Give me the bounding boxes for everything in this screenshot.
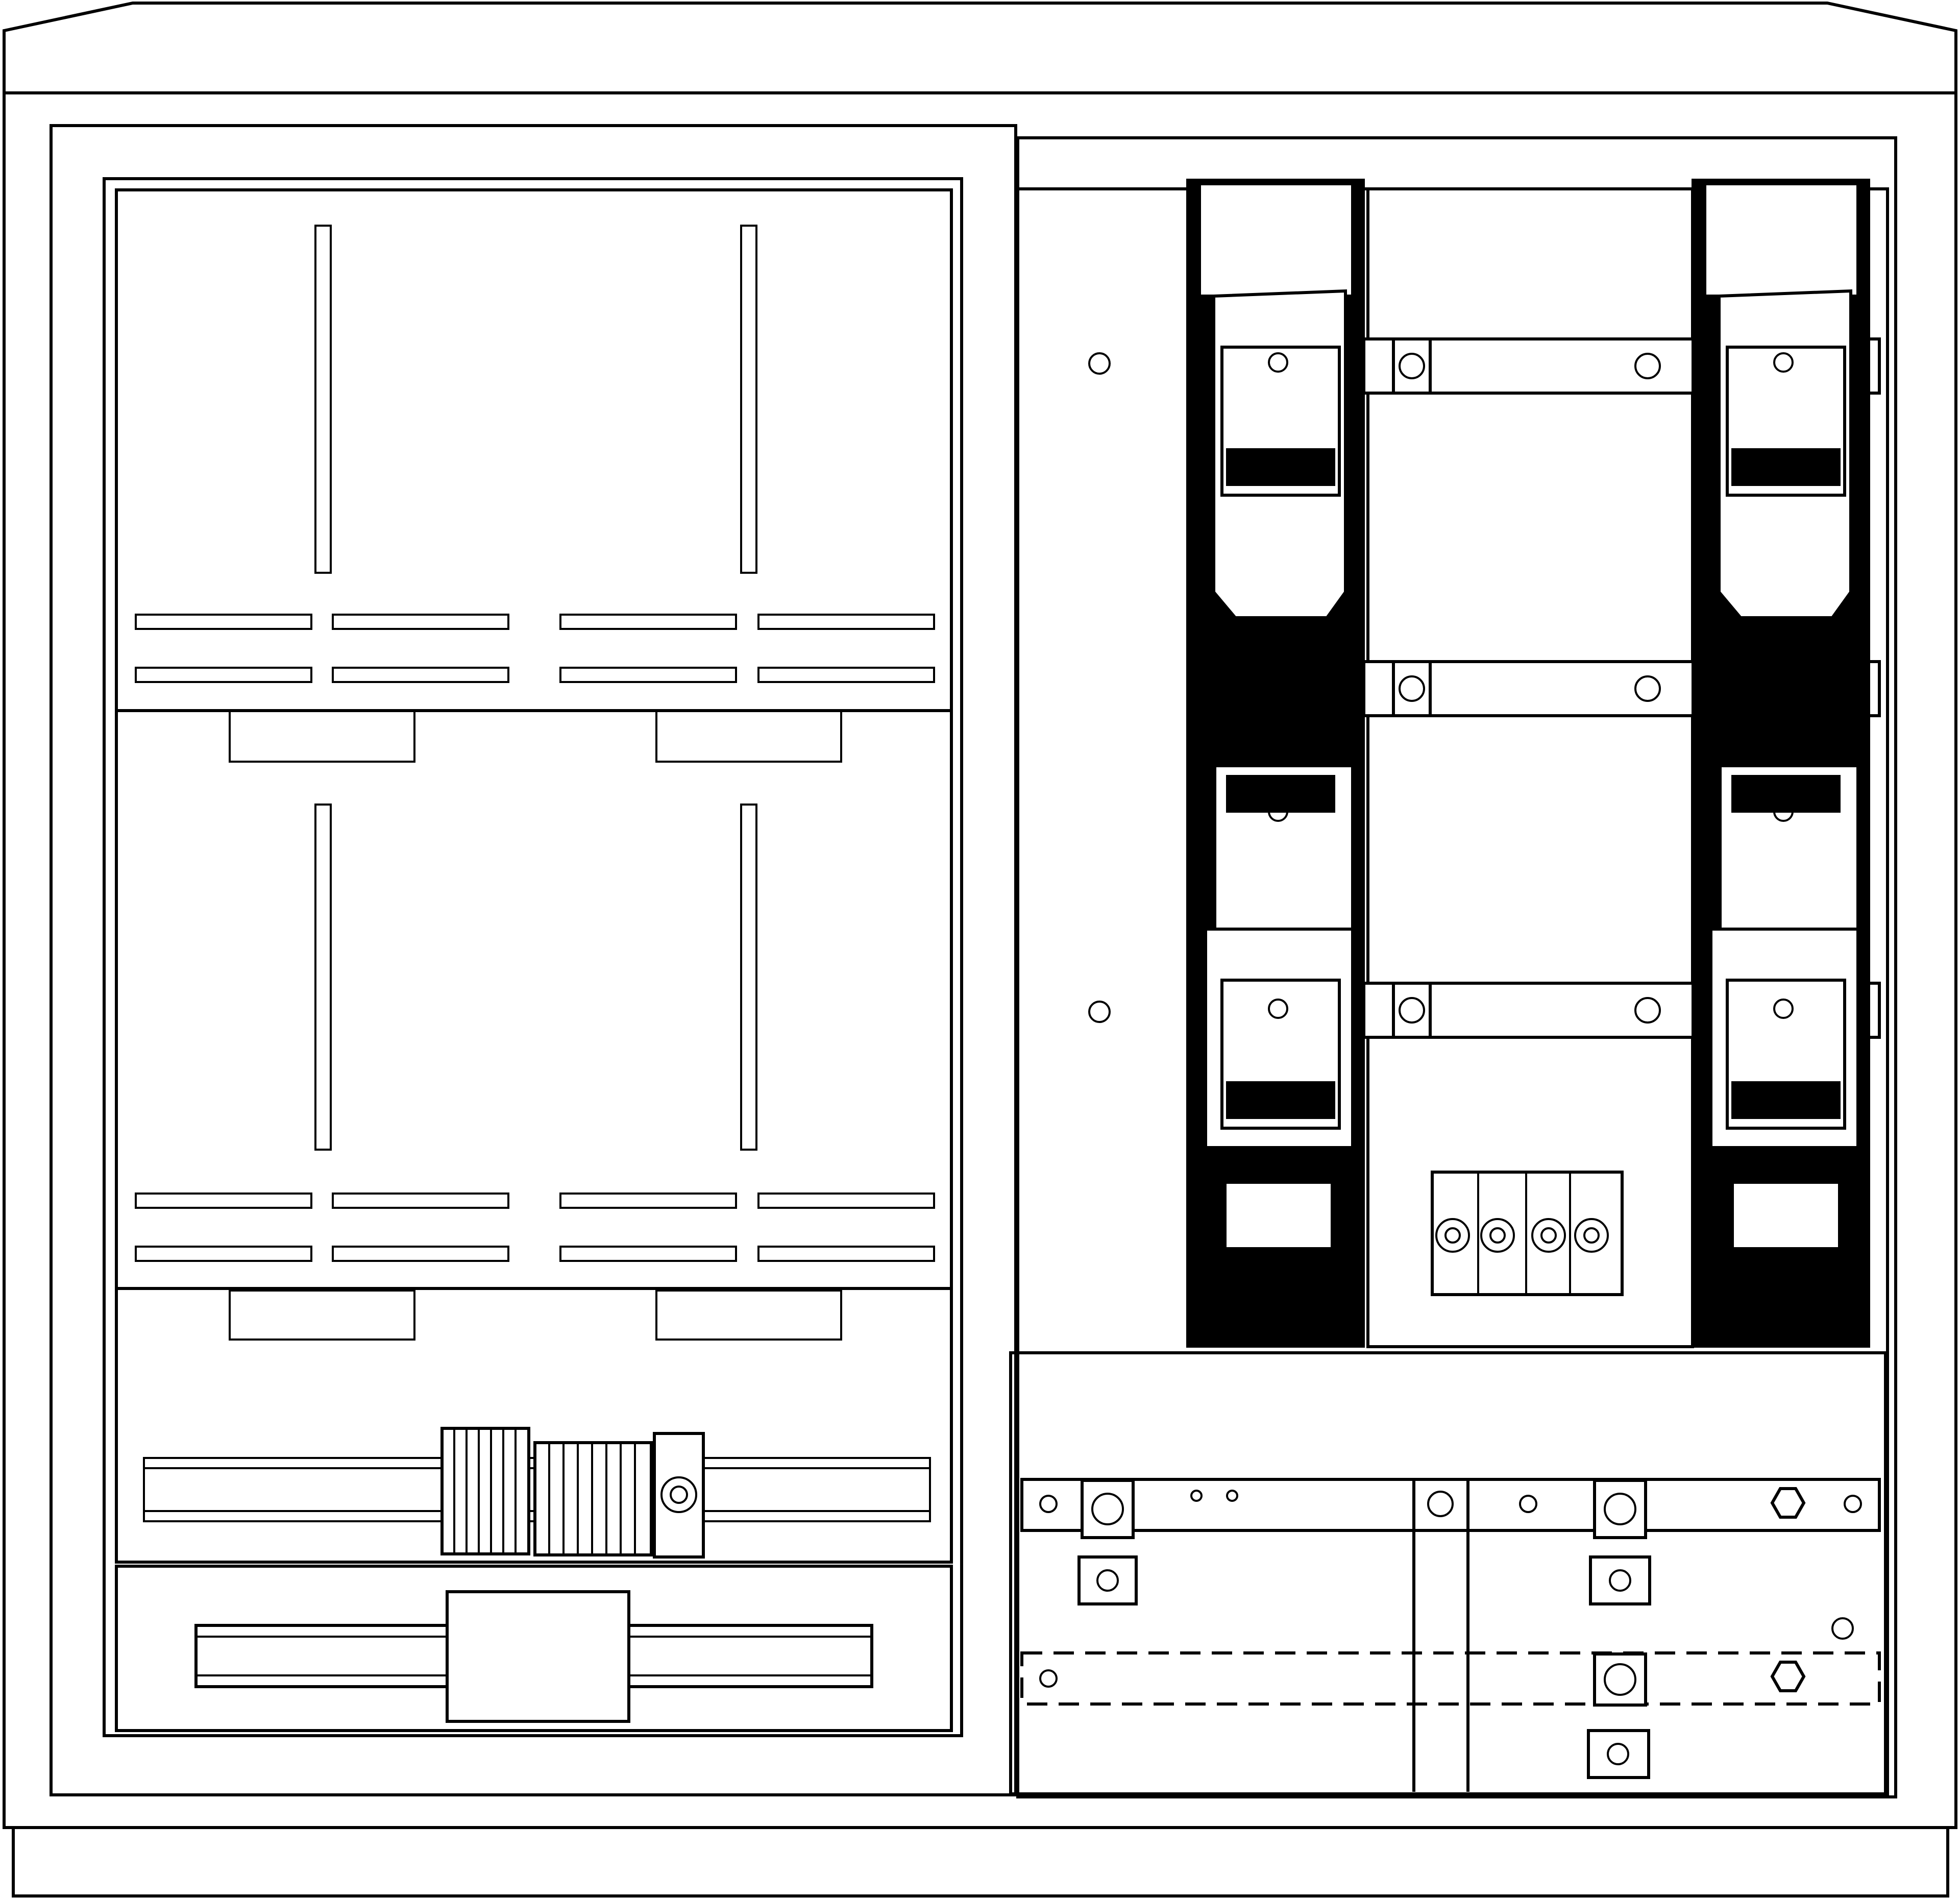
bar-clamp-right (1589, 1479, 1651, 1605)
meter-tab (655, 710, 842, 763)
bar-hole-icon (1519, 1495, 1537, 1513)
terminal-block (440, 1427, 530, 1555)
busbar-n (1020, 1651, 1881, 1706)
bar-hole-icon (1844, 1495, 1862, 1513)
hex-nut-icon (1770, 1661, 1806, 1692)
mounting-hole-icon (1088, 352, 1111, 375)
plinth (12, 1826, 1949, 1897)
lower-bar-section (1009, 1351, 1887, 1795)
meter-field-4 (559, 804, 935, 1341)
bar-hole-icon (1226, 1490, 1238, 1502)
meter-panel-inner (115, 188, 953, 1564)
bar-hole-icon (1039, 1495, 1058, 1513)
clamp-screw-icon (1574, 1218, 1609, 1253)
meter-panel-outer (103, 177, 963, 1737)
fuse-base-left (1186, 179, 1365, 1348)
din-rail-upper (143, 1427, 931, 1559)
busbar-pe (1020, 1478, 1881, 1532)
fuse-holder-icon (1726, 979, 1846, 1130)
meter-field-3 (135, 804, 509, 1341)
roof (3, 1, 1957, 94)
meter-panel (50, 124, 1017, 1796)
bar-hole-icon (1831, 1617, 1854, 1640)
meter-tab (229, 710, 415, 763)
end-clamp-screw-icon (660, 1476, 697, 1513)
clamp-screw-icon (1480, 1218, 1515, 1253)
mounting-hole-icon (1088, 1001, 1111, 1023)
fuse-holder-icon (1726, 346, 1846, 497)
bar-hole-icon (1190, 1490, 1203, 1502)
bar-clamp-left (1077, 1479, 1138, 1605)
meter-field-2 (559, 225, 935, 763)
fuse-holder-icon (1220, 979, 1341, 1130)
terminal-compartment (115, 1565, 953, 1732)
clamp-screw-icon (1435, 1218, 1470, 1253)
hex-nut-icon (1770, 1487, 1806, 1519)
bar-hole-icon (1039, 1669, 1058, 1688)
meter-field-1 (135, 225, 509, 763)
neutral-terminal-clamps (1431, 1171, 1624, 1296)
meter-tab (655, 1289, 842, 1341)
enclosure (3, 1, 1957, 1897)
fuse-base-right (1692, 179, 1870, 1348)
terminal-block-teeth (453, 1428, 636, 1555)
fuse-holder-icon (1226, 775, 1335, 822)
fuse-panel (1009, 136, 1897, 1798)
clamp-screw-icon (1531, 1218, 1566, 1253)
meter-panel-door (50, 124, 1017, 1796)
fuse-holder-icon (1731, 775, 1841, 822)
terminal-block-lower (446, 1590, 630, 1723)
bar-hole-icon (1427, 1491, 1454, 1517)
meter-tab (229, 1289, 415, 1341)
bar-clamp-lower (1587, 1652, 1650, 1779)
fuse-holder-icon (1220, 346, 1341, 497)
